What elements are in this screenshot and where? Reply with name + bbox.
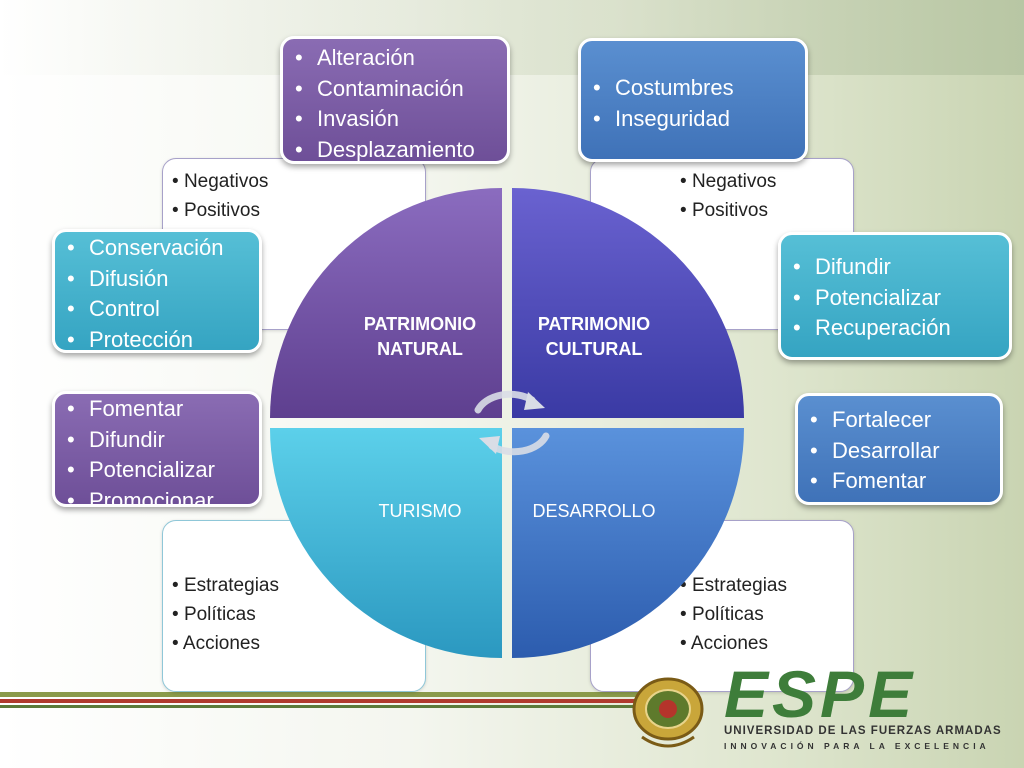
list-item: Acciones [680,629,787,658]
list-item: Difusión [55,264,259,295]
center-circle-diagram [270,188,744,658]
cycle-arrows-icon [474,390,550,456]
logo-line1: UNIVERSIDAD DE LAS FUERZAS ARMADAS [724,725,1002,737]
list-item: Fomentar [798,466,1000,497]
list-item: Conservación [55,233,259,264]
top-decoration-band [0,0,1024,75]
list-item: Fortalecer [798,405,1000,436]
callout-fortalecer: Fortalecer Desarrollar Fomentar [795,393,1003,505]
bottom-stripe [0,705,640,708]
logo-line2: INNOVACIÓN PARA LA EXCELENCIA [724,741,990,751]
quadrant-patrimonio-cultural [512,188,744,418]
list-item: Negativos [680,167,777,196]
list-item: Control [55,294,259,325]
callout-costumbres: Costumbres Inseguridad [578,38,808,162]
bottom-stripe [0,699,640,703]
list-item: Difundir [781,252,1009,283]
list-item: Negativos [172,167,269,196]
list-item: Costumbres [581,73,805,104]
bottom-stripe [0,692,640,697]
callout-conservacion: Conservación Difusión Control Protección [52,229,262,356]
list-bottom-right: Estrategias Políticas Acciones [680,571,787,658]
label-patrimonio-natural: PATRIMONIO NATURAL [363,314,477,359]
callout-alteracion: Alteración Contaminación Invasión Despla… [280,36,510,166]
list-item: Fomentar [55,394,259,425]
university-seal-icon [632,677,704,748]
list-item: Desarrollar [798,436,1000,467]
espe-logo: ESPE UNIVERSIDAD DE LAS FUERZAS ARMADAS … [620,661,1020,763]
list-item: Contaminación [283,74,507,105]
list-item: Invasión [283,104,507,135]
list-item: Acciones [172,629,279,658]
quadrant-turismo [270,428,502,658]
list-item: Potencializar [55,455,259,486]
list-item: Estrategias [172,571,279,600]
list-bottom-left: Estrategias Políticas Acciones [172,571,279,658]
list-item: Políticas [680,600,787,629]
list-item: Difundir [55,425,259,456]
list-item: Positivos [172,196,268,225]
list-item: Estrategias [680,571,787,600]
label-desarrollo: DESARROLLO [532,501,656,521]
list-item: Protección [55,325,259,356]
list-item: Promocionar [55,486,259,505]
list-item: Desplazamiento [283,135,507,166]
callout-fomentar: Fomentar Difundir Potencializar Promocio… [52,391,262,507]
list-item: Potencializar [781,283,1009,314]
callout-difundir: Difundir Potencializar Recuperación [778,232,1012,360]
logo-wordmark: ESPE [724,657,917,731]
list-item: Alteración [283,43,507,74]
quadrant-desarrollo [512,428,744,658]
arrow-head-icon [479,436,500,454]
list-item: Inseguridad [581,104,805,135]
list-top-left: Negativos Positivos [172,167,269,225]
quadrant-patrimonio-natural [270,188,502,418]
list-item: Políticas [172,600,279,629]
list-top-right: Negativos Positivos [680,167,777,225]
label-patrimonio-cultural: PATRIMONIO CULTURAL [537,314,651,359]
arrow-head-icon [524,392,545,410]
label-turismo: TURISMO [378,501,462,521]
list-item: Recuperación [781,313,1009,344]
list-item: Positivos [680,196,776,225]
